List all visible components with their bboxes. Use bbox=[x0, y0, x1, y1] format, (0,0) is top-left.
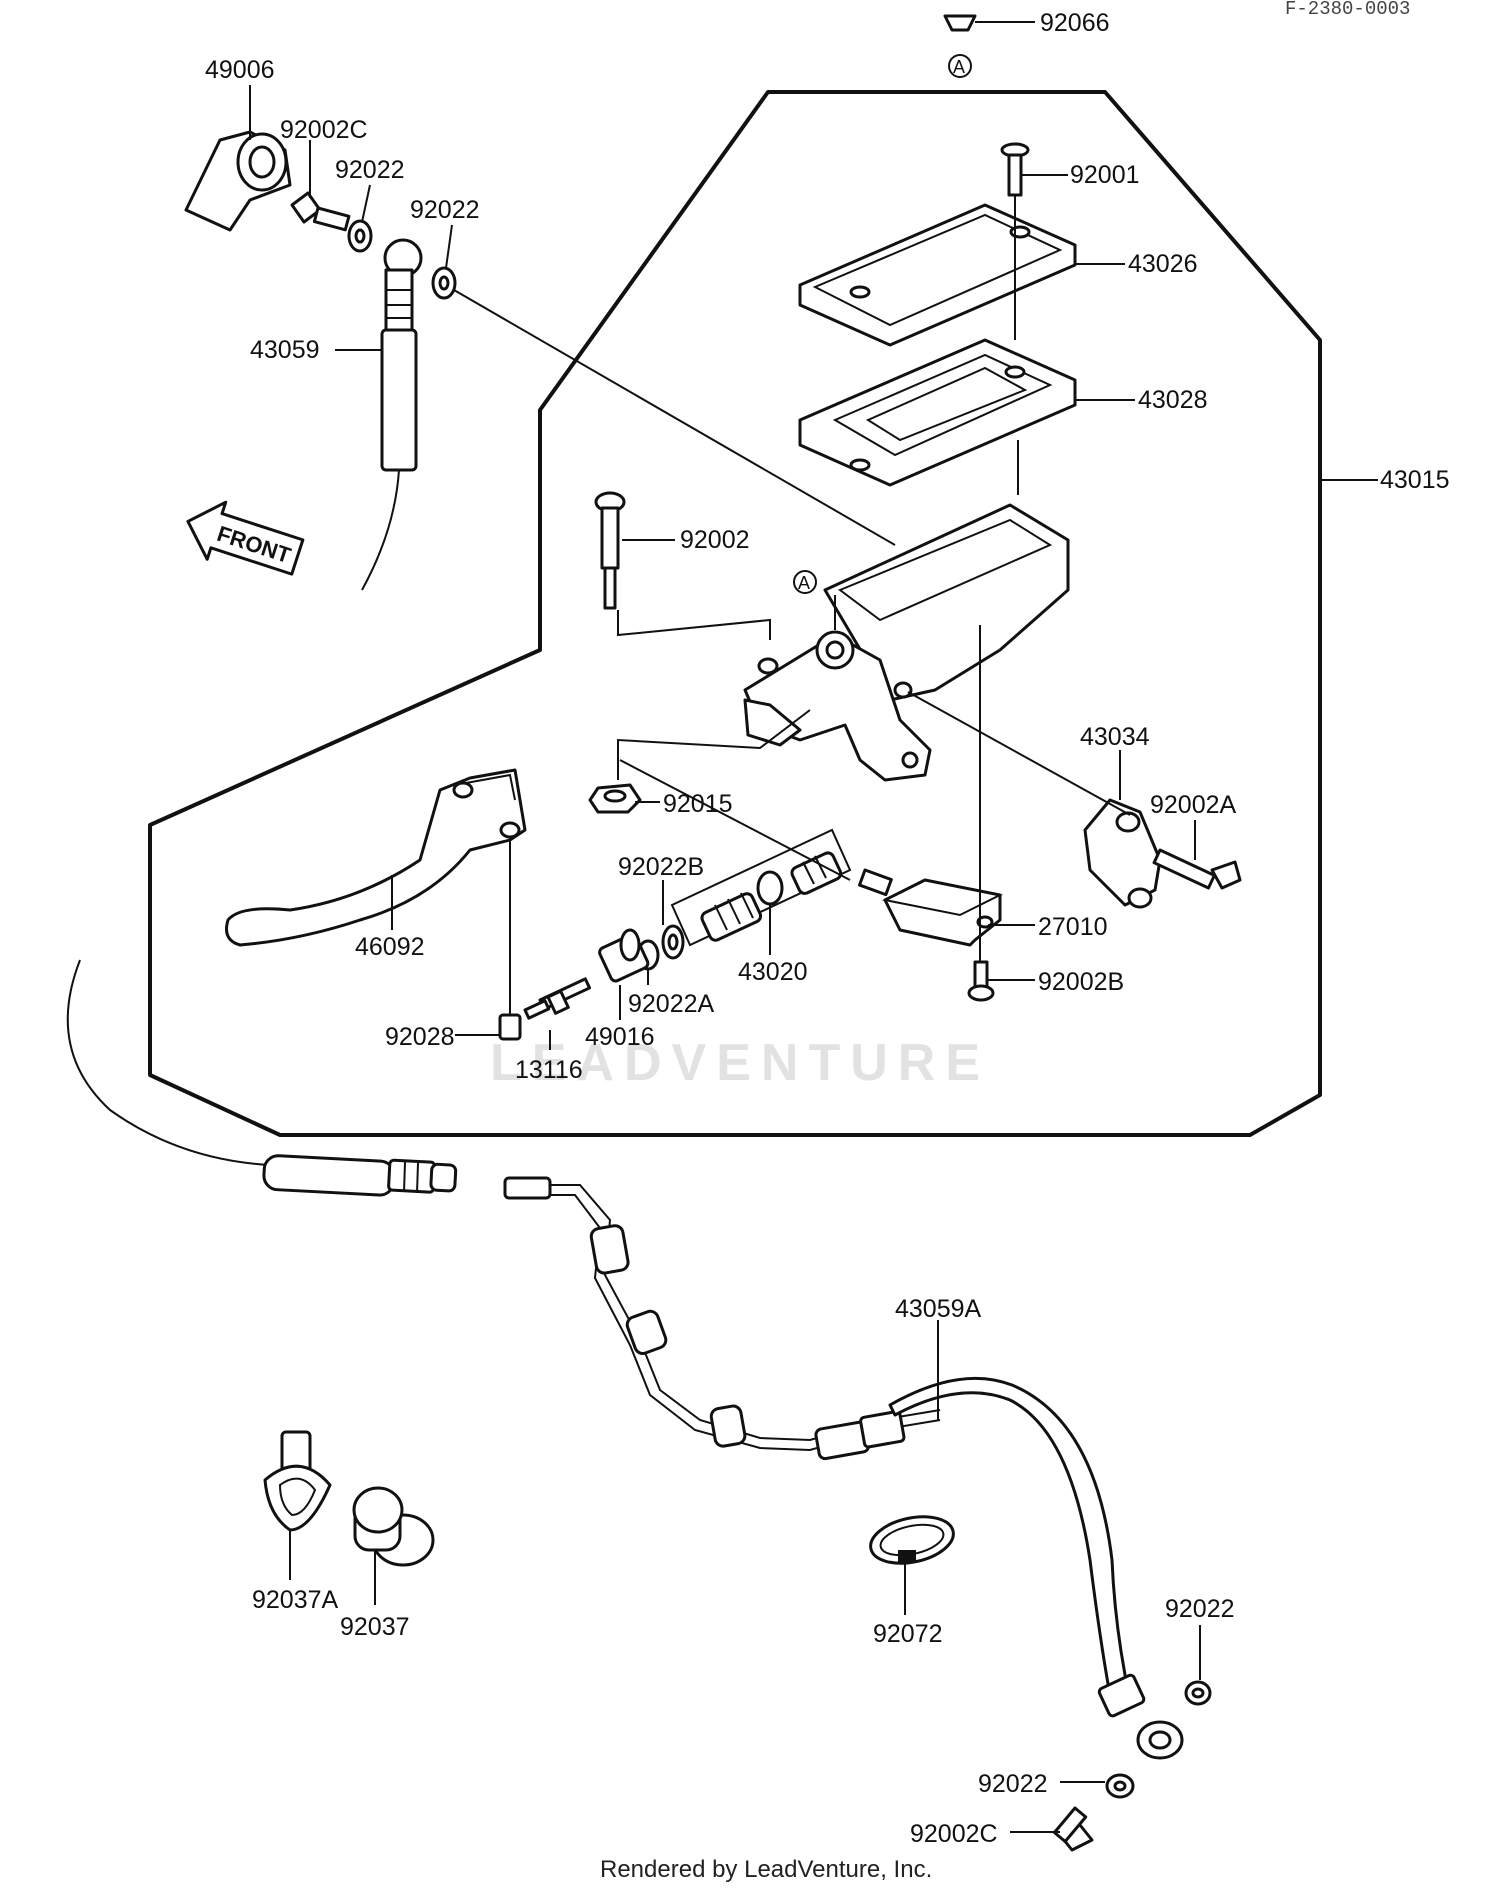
label-92002C-top: 92002C bbox=[280, 116, 368, 144]
assembly-line-92002 bbox=[617, 610, 771, 640]
label-92022B: 92022B bbox=[618, 853, 704, 881]
label-43026: 43026 bbox=[1128, 250, 1198, 278]
clamp-92072 bbox=[869, 1515, 955, 1565]
label-27010: 27010 bbox=[1038, 913, 1108, 941]
label-92028: 92028 bbox=[385, 1023, 455, 1051]
label-92022-d: 92022 bbox=[978, 1770, 1048, 1798]
boot-49016 bbox=[598, 928, 650, 983]
label-92022-c: 92022 bbox=[1165, 1595, 1235, 1623]
label-92001: 92001 bbox=[1070, 161, 1140, 189]
label-92002B: 92002B bbox=[1038, 968, 1124, 996]
label-43059A: 43059A bbox=[895, 1295, 982, 1323]
label-43020: 43020 bbox=[738, 958, 808, 986]
label-43034: 43034 bbox=[1080, 723, 1150, 751]
label-92072: 92072 bbox=[873, 1620, 943, 1648]
label-92002A: 92002A bbox=[1150, 791, 1237, 819]
clamp-43034 bbox=[1083, 798, 1162, 909]
label-92022A: 92022A bbox=[628, 990, 715, 1018]
front-arrow: FRONT bbox=[186, 500, 305, 576]
hose-continuation-line bbox=[66, 959, 271, 1166]
hose-end-upper bbox=[262, 1154, 458, 1197]
hose-43059A bbox=[503, 1176, 1184, 1760]
spring-a bbox=[700, 892, 763, 942]
label-92022-a: 92022 bbox=[335, 156, 405, 184]
screw-92002B bbox=[967, 960, 995, 1002]
label-92015: 92015 bbox=[663, 790, 733, 818]
banjo-bolt-92002C-bottom bbox=[1052, 1806, 1094, 1852]
grommet-92037 bbox=[352, 1486, 435, 1567]
lever-46092 bbox=[225, 768, 527, 947]
label-49006: 49006 bbox=[205, 56, 275, 84]
assembly-line-clamp bbox=[907, 691, 1131, 816]
banjo-elbow-49006 bbox=[184, 130, 292, 232]
pin-92028 bbox=[498, 1013, 522, 1041]
banjo-bolt-92002C-top bbox=[290, 191, 351, 232]
nut-92015 bbox=[588, 783, 642, 814]
label-46092: 46092 bbox=[355, 933, 425, 961]
washer-92022B bbox=[661, 924, 685, 960]
label-49016: 49016 bbox=[585, 1023, 655, 1051]
master-cylinder-body: A bbox=[743, 503, 1070, 782]
washer-92022-c bbox=[1184, 1680, 1212, 1706]
label-92066: 92066 bbox=[1040, 9, 1110, 37]
push-rod-13116 bbox=[523, 977, 592, 1020]
footer-credit: Rendered by LeadVenture, Inc. bbox=[600, 1856, 932, 1883]
marker-a-body: A bbox=[798, 573, 810, 593]
cap-92066: A bbox=[943, 14, 977, 78]
label-92022-b: 92022 bbox=[410, 196, 480, 224]
cover-43026 bbox=[798, 203, 1077, 347]
screw-92001 bbox=[1000, 142, 1030, 197]
washer-92022-a bbox=[347, 219, 373, 253]
assembly-line-hose bbox=[453, 289, 896, 546]
switch-27010 bbox=[858, 868, 1004, 947]
hose-43059 bbox=[361, 238, 423, 591]
bolt-92002A bbox=[1152, 848, 1242, 890]
assembly-outline bbox=[148, 90, 1322, 1137]
spring-b bbox=[790, 851, 843, 895]
label-92002C-bottom: 92002C bbox=[910, 1820, 998, 1848]
piston-kit-43020 bbox=[670, 828, 852, 947]
washer-92022-b bbox=[431, 266, 457, 300]
leader-lines bbox=[249, 21, 1201, 1833]
watermark: LEADVENTURE bbox=[490, 1034, 990, 1092]
label-43059: 43059 bbox=[250, 336, 320, 364]
label-92037A: 92037A bbox=[252, 1586, 339, 1614]
label-43015: 43015 bbox=[1380, 466, 1450, 494]
label-13116: 13116 bbox=[515, 1056, 583, 1084]
washer-92022-d bbox=[1105, 1773, 1135, 1799]
label-92002: 92002 bbox=[680, 526, 750, 554]
assembly-line-92015 bbox=[617, 709, 811, 780]
label-92037: 92037 bbox=[340, 1613, 410, 1641]
label-43028: 43028 bbox=[1138, 386, 1208, 414]
bracket-92037A bbox=[263, 1430, 332, 1532]
bolt-92002 bbox=[594, 491, 626, 610]
marker-a-top: A bbox=[953, 57, 965, 77]
diaphragm-43028 bbox=[798, 338, 1077, 487]
assembly-line-piston bbox=[619, 759, 851, 881]
reference-code: F-2380-0003 bbox=[1285, 0, 1410, 20]
